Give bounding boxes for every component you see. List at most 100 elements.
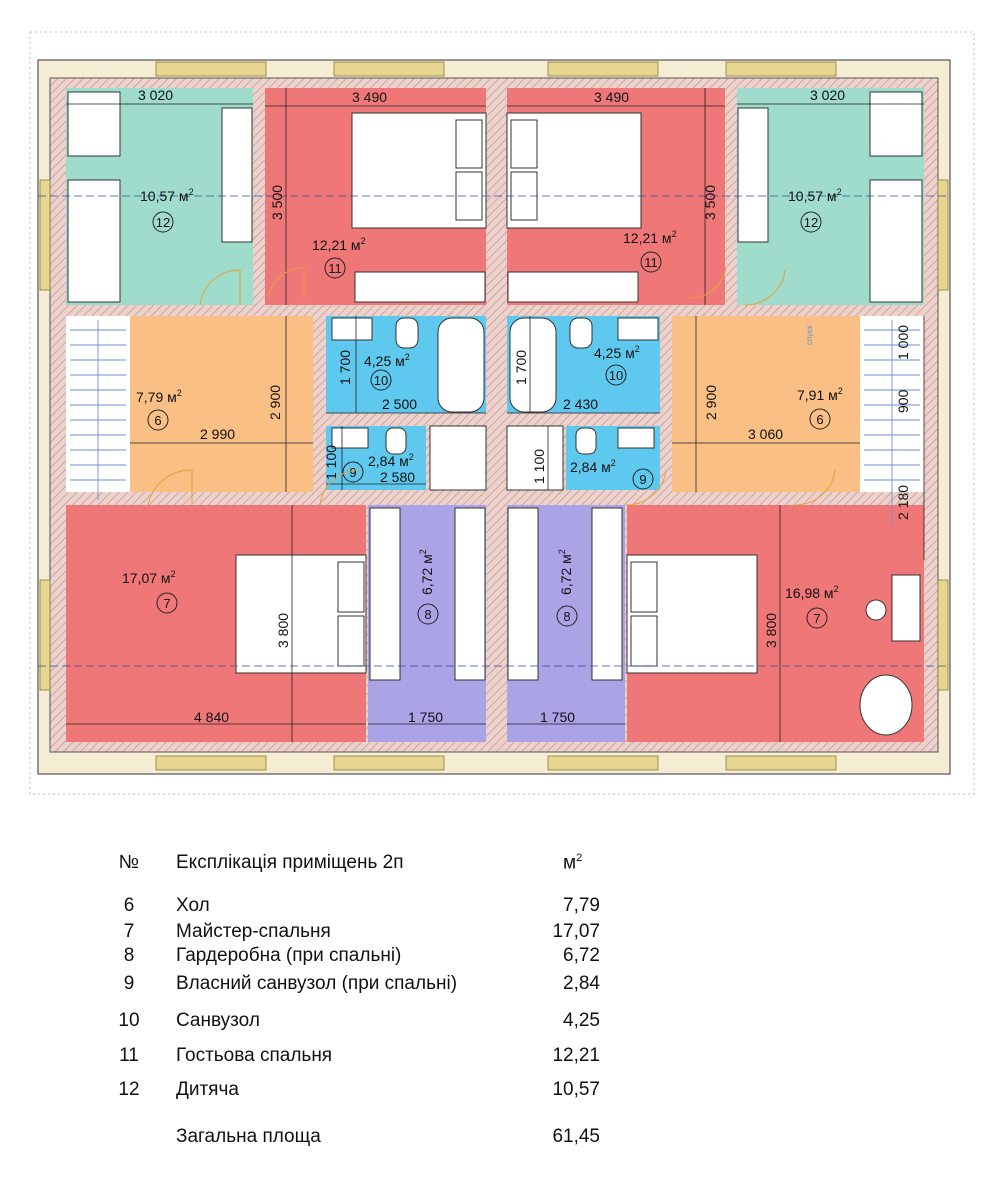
row-value: 2,84 bbox=[563, 973, 600, 994]
row-name: Власний санвузол (при спальні) bbox=[176, 973, 458, 994]
desk bbox=[67, 91, 121, 157]
closet-shelves bbox=[507, 507, 539, 681]
area-label: 10,57 м2 bbox=[140, 187, 194, 204]
closet-shelves bbox=[591, 507, 623, 681]
stair-note: спуск bbox=[805, 325, 814, 345]
area-label: 7,91 м2 bbox=[797, 386, 843, 403]
room-number-badge bbox=[632, 468, 654, 490]
axis-lines bbox=[38, 195, 950, 667]
dim-label: 1 750 bbox=[408, 709, 443, 725]
window bbox=[39, 579, 51, 691]
row-value: 6,72 bbox=[563, 945, 600, 966]
row-value: 17,07 bbox=[552, 921, 600, 942]
toilet bbox=[385, 427, 407, 455]
row-value: 4,25 bbox=[563, 1010, 600, 1031]
closet-shelves bbox=[454, 507, 486, 681]
row-number: 12 bbox=[118, 1079, 140, 1100]
room-number-badge bbox=[147, 409, 169, 431]
area-label: 6,72 м2 bbox=[557, 549, 574, 595]
sink bbox=[331, 427, 369, 449]
room-number-badge bbox=[342, 461, 364, 483]
row-name: Дитяча bbox=[176, 1079, 239, 1100]
window bbox=[725, 755, 837, 771]
dim-label: 2 990 bbox=[200, 426, 235, 442]
row-number: 11 bbox=[119, 1045, 139, 1066]
window bbox=[547, 61, 659, 77]
dimension-lines bbox=[66, 88, 925, 742]
dim-label: 3 800 bbox=[763, 613, 779, 648]
dim-label: 2 180 bbox=[895, 485, 911, 520]
wardrobe bbox=[221, 107, 253, 243]
dim-label: 2 580 bbox=[380, 469, 415, 485]
bathtub bbox=[437, 317, 485, 413]
dim-label: 900 bbox=[895, 389, 911, 413]
furniture bbox=[67, 91, 923, 736]
room-number-badge bbox=[324, 257, 346, 279]
room-number: 9 bbox=[639, 472, 646, 487]
dim-label: 1 700 bbox=[337, 350, 353, 385]
window bbox=[937, 179, 949, 291]
dim-label: 3 060 bbox=[748, 426, 783, 442]
room-number-badge bbox=[605, 364, 627, 386]
dim-label: 1 100 bbox=[323, 445, 339, 480]
window bbox=[155, 61, 267, 77]
sink bbox=[331, 317, 373, 341]
window bbox=[333, 755, 445, 771]
bed-pillow bbox=[630, 615, 658, 667]
area-label: 16,98 м2 bbox=[785, 584, 839, 601]
total-value: 61,45 bbox=[552, 1126, 600, 1147]
row-number: 7 bbox=[123, 921, 135, 942]
room-number-badge bbox=[156, 592, 178, 614]
window bbox=[725, 61, 837, 77]
bed-pillow bbox=[337, 615, 365, 667]
area-label: 17,07 м2 bbox=[122, 569, 176, 586]
floor-plan: спуск 3 020 3 490 3 490 bbox=[29, 31, 975, 795]
kids-bed bbox=[869, 179, 923, 303]
kids-bed bbox=[67, 179, 121, 303]
header-number: № bbox=[118, 852, 140, 873]
room-number: 8 bbox=[424, 607, 431, 622]
dim-label: 3 490 bbox=[594, 89, 629, 105]
sheet-frame bbox=[29, 31, 975, 795]
window bbox=[39, 179, 51, 291]
room-number-badge bbox=[806, 607, 828, 629]
room-number-badge bbox=[152, 211, 174, 233]
room-number-badge bbox=[640, 251, 662, 273]
dim-label: 3 490 bbox=[352, 89, 387, 105]
room-number: 6 bbox=[154, 413, 161, 428]
wardrobe bbox=[354, 271, 486, 303]
shower-left bbox=[429, 425, 487, 491]
wardrobe bbox=[737, 107, 769, 243]
window bbox=[937, 579, 949, 691]
bathtub bbox=[509, 317, 557, 413]
sink bbox=[617, 317, 659, 341]
room-number: 7 bbox=[813, 611, 820, 626]
dim-label: 4 840 bbox=[194, 709, 229, 725]
stairs bbox=[70, 320, 920, 525]
dim-label: 3 020 bbox=[810, 87, 845, 103]
row-number: 10 bbox=[118, 1010, 140, 1031]
toilet bbox=[575, 427, 597, 455]
area-label: 12,21 м2 bbox=[312, 236, 366, 253]
armchair bbox=[859, 674, 913, 736]
dimension-labels: 3 020 3 490 3 490 3 020 3 500 3 500 1 70… bbox=[138, 87, 911, 725]
dim-label: 1 700 bbox=[513, 350, 529, 385]
row-value: 12,21 bbox=[552, 1045, 600, 1066]
row-name: Хол bbox=[176, 895, 210, 916]
dim-label: 3 800 bbox=[275, 613, 291, 648]
area-label: 2,84 м2 bbox=[368, 452, 414, 469]
round-table bbox=[865, 599, 887, 621]
row-number: 6 bbox=[123, 895, 135, 916]
row-name: Гостьова спальня bbox=[176, 1045, 333, 1066]
room-number: 12 bbox=[804, 215, 818, 230]
bed-pillow bbox=[510, 119, 538, 169]
room-number: 12 bbox=[156, 215, 170, 230]
room-number: 8 bbox=[563, 609, 570, 624]
row-number: 8 bbox=[123, 945, 135, 966]
room-number-badge bbox=[417, 603, 439, 625]
window bbox=[333, 61, 445, 77]
header-unit: м2 bbox=[563, 852, 583, 874]
area-label: 2,84 м2 bbox=[570, 458, 616, 475]
area-label: 4,25 м2 bbox=[364, 352, 410, 369]
dim-label: 1 750 bbox=[540, 709, 575, 725]
